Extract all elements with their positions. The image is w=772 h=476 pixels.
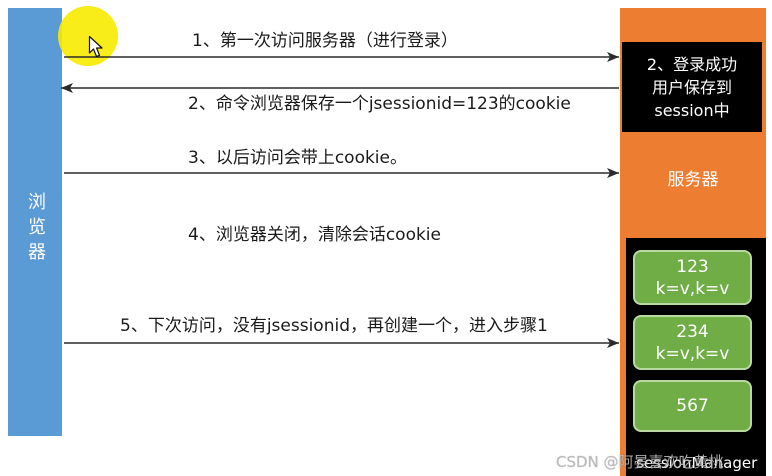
session-box: 123 k=v,k=v [633,250,752,305]
session-manager-panel: 123 k=v,k=v 234 k=v,k=v 567 sessionManag… [626,238,766,476]
browser-column: 浏览器 [8,8,62,436]
server-column: 2、登录成功 用户保存到 session中 服务器 123 k=v,k=v 23… [620,8,766,476]
session-data: k=v,k=v [655,343,730,364]
watermark: CSDN @阿晏喜欢吃黄桃 [556,453,724,471]
session-box: 567 [633,380,752,432]
session-box: 234 k=v,k=v [633,315,752,370]
step-3-label: 3、以后访问会带上cookie。 [188,148,407,168]
login-note-line: 2、登录成功 [646,54,738,74]
step-5-label: 5、下次访问，没有jsessionid，再创建一个，进入步骤1 [120,316,548,336]
session-id: 123 [676,256,709,277]
step-1-label: 1、第一次访问服务器（进行登录） [192,31,458,51]
session-manager-label: sessionManager [636,454,758,472]
step-2-label: 2、命令浏览器保存一个jsessionid=123的cookie [188,94,571,114]
session-data: k=v,k=v [655,278,730,299]
mouse-pointer-icon [88,35,103,58]
browser-label: 浏览器 [25,192,46,267]
login-success-note: 2、登录成功 用户保存到 session中 [622,42,762,132]
login-note-line: 用户保存到 [651,77,732,97]
session-id: 234 [676,321,709,342]
browser-label-wrap: 浏览器 [8,192,62,267]
login-note-line: session中 [654,100,730,120]
step-4-label: 4、浏览器关闭，清除会话cookie [188,225,441,245]
cursor-highlight [58,6,118,66]
server-label: 服务器 [667,170,719,190]
session-id: 567 [676,396,709,416]
